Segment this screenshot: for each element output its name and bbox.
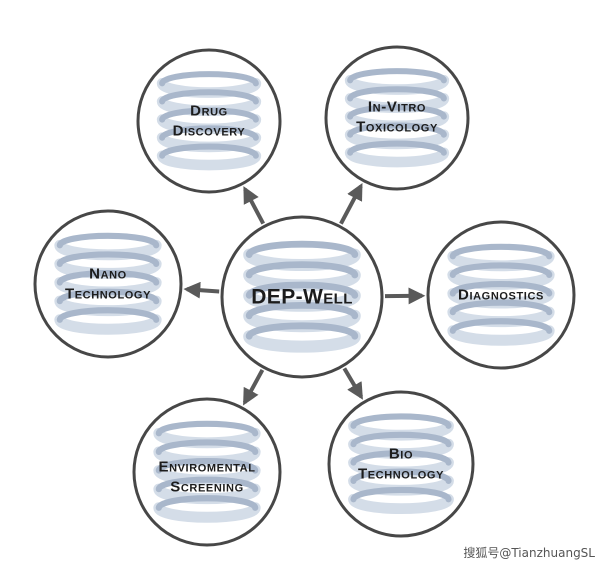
spiral-band-front bbox=[155, 476, 259, 493]
arrow-to-bio-technology bbox=[342, 367, 363, 400]
node-bio-technology bbox=[327, 390, 475, 538]
arrows-layer bbox=[183, 183, 426, 406]
spiral-band-back bbox=[156, 150, 262, 171]
spiral-band-front bbox=[159, 143, 259, 159]
node-diagnostics bbox=[426, 220, 576, 370]
spiral-band-front bbox=[347, 140, 447, 156]
spiral-band-front bbox=[347, 68, 447, 84]
spiral-band-front bbox=[155, 420, 259, 437]
spiral-band-front bbox=[245, 240, 359, 258]
spiral-band-front bbox=[347, 104, 447, 120]
spiral-band-front bbox=[155, 439, 259, 456]
spiral-band-front bbox=[347, 122, 447, 138]
node-drug-discovery bbox=[136, 48, 282, 194]
spiral-band-front bbox=[449, 262, 553, 279]
spiral-band-front bbox=[350, 450, 452, 466]
spiral-band-front bbox=[159, 89, 259, 105]
arrow-to-in-vitro-toxicology bbox=[339, 183, 363, 225]
spiral-band-back bbox=[243, 330, 361, 353]
spiral-band-front bbox=[56, 251, 160, 268]
spiral-band-back bbox=[348, 493, 454, 515]
spiral-band-back bbox=[54, 314, 162, 335]
spiral-band-front bbox=[56, 288, 160, 305]
node-nano-technology bbox=[33, 209, 183, 359]
arrow-to-drug-discovery bbox=[243, 186, 265, 225]
node-in-vitro-toxicology bbox=[324, 45, 470, 191]
spiral-band-front bbox=[155, 495, 259, 511]
hub-node bbox=[220, 215, 384, 379]
spiral-band-front bbox=[449, 299, 553, 316]
spiral-band-front bbox=[449, 280, 553, 297]
spiral-band-front bbox=[449, 318, 553, 334]
spiral-band-back bbox=[344, 147, 450, 168]
spiral-band-front bbox=[245, 302, 359, 320]
spiral-band-front bbox=[245, 322, 359, 340]
spiral-band-front bbox=[350, 468, 452, 484]
spiral-band-front bbox=[155, 457, 259, 474]
spiral-band-back bbox=[153, 502, 261, 523]
spiral-band-front bbox=[56, 232, 160, 249]
spiral-band-back bbox=[447, 325, 555, 346]
spiral-band-front bbox=[350, 431, 452, 448]
circles-layer bbox=[33, 45, 576, 547]
spiral-band-front bbox=[159, 107, 259, 123]
arrow-to-enviromental-screening bbox=[242, 368, 265, 406]
spiral-band-front bbox=[56, 307, 160, 323]
spiral-band-front bbox=[245, 281, 359, 299]
spiral-band-front bbox=[56, 269, 160, 286]
spiral-band-front bbox=[159, 125, 259, 141]
node-enviromental-screening bbox=[132, 397, 282, 547]
spiral-band-front bbox=[245, 261, 359, 279]
spiral-band-front bbox=[159, 71, 259, 87]
spiral-band-front bbox=[347, 86, 447, 102]
watermark-text: 搜狐号@TianzhuangSL bbox=[463, 546, 595, 560]
spiral-band-front bbox=[350, 486, 452, 503]
spiral-band-front bbox=[350, 413, 452, 429]
arrow-to-nano-technology bbox=[183, 281, 220, 299]
spiral-band-front bbox=[449, 243, 553, 260]
